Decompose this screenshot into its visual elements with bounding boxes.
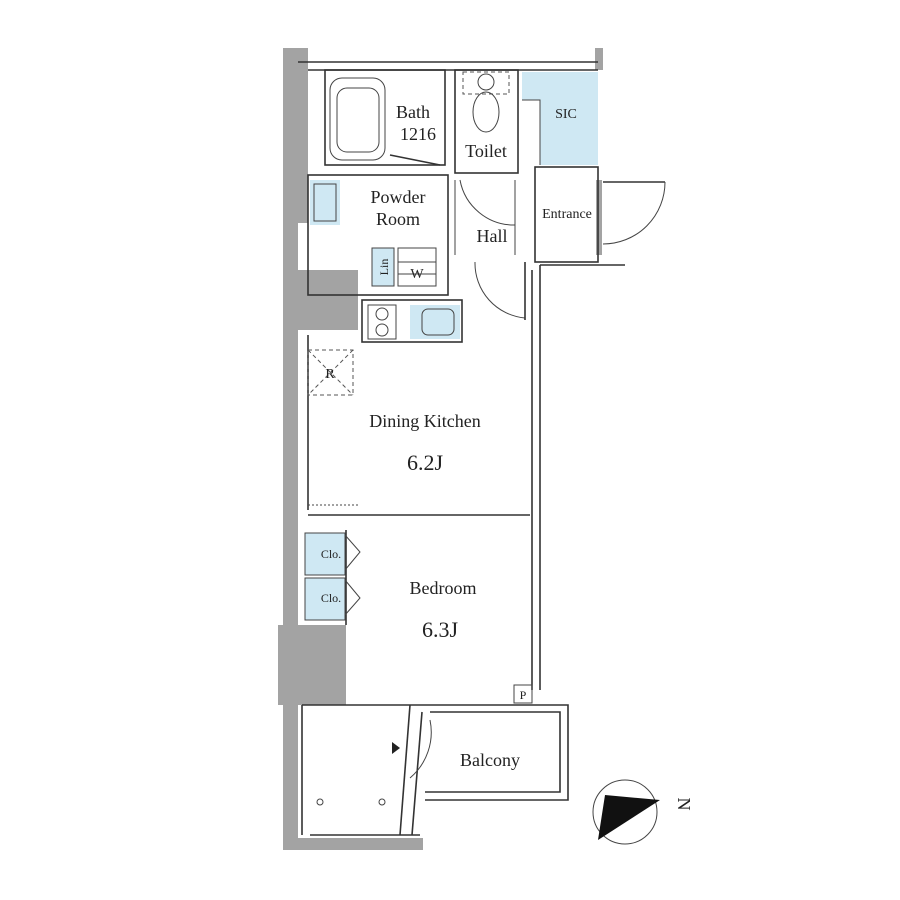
- left-inner-wall-top: [298, 48, 308, 223]
- sic-storage-area: [522, 72, 598, 165]
- hall-door-swing: [459, 179, 516, 226]
- vanity-basin: [310, 180, 340, 225]
- hall-label: Hall: [477, 226, 508, 246]
- balcony-window-right: [411, 711, 423, 836]
- sic-label: SIC: [555, 107, 577, 122]
- left-wall-column: [278, 625, 346, 705]
- counter-outline: [361, 299, 463, 343]
- top-right-wall-stub: [595, 48, 603, 70]
- refrigerator-label: R: [325, 367, 335, 382]
- outlet-icon: [378, 798, 386, 806]
- closet-2-label: Clo.: [321, 591, 341, 605]
- closet-2-outline: [304, 577, 346, 621]
- kitchen-door-swing: [474, 261, 526, 319]
- compass: N: [592, 779, 694, 845]
- toilet-tank: [462, 71, 510, 95]
- hall-area: Hall: [454, 179, 526, 320]
- bath-label: Bath: [396, 102, 430, 122]
- bath-outline: [324, 69, 446, 166]
- bedroom-size: 6.3J: [422, 617, 459, 642]
- left-outer-wall: [283, 48, 298, 850]
- refrigerator-space: [307, 349, 354, 396]
- north-label: N: [674, 798, 694, 811]
- pipe-space: [513, 684, 533, 704]
- stove: [367, 304, 397, 340]
- bath-door: [389, 154, 441, 166]
- balcony: Balcony: [316, 704, 569, 836]
- bedroom-closets: Clo. Clo.: [304, 532, 361, 621]
- entrance-door-swing: [602, 181, 666, 245]
- balcony-outline: [425, 704, 569, 801]
- powder-room-outline: [307, 174, 449, 296]
- bedroom-label: Bedroom: [410, 578, 477, 598]
- closet-1-outline: [304, 532, 346, 576]
- closet-2: [305, 578, 345, 620]
- toilet-bowl: [472, 91, 500, 133]
- entrance-outline: [534, 166, 599, 263]
- pipe-space-label: P: [520, 688, 527, 702]
- toilet-seat-icon: [477, 73, 495, 91]
- bath-room: Bath 1216: [324, 69, 446, 166]
- burner-icon: [375, 323, 389, 337]
- arrow-marker-icon: [392, 742, 400, 754]
- outline: [298, 61, 625, 836]
- bottom-wall: [283, 838, 423, 850]
- powder-room-label-line1: Powder: [371, 187, 426, 207]
- washer-label: W: [410, 267, 424, 282]
- north-arrow-icon: [598, 795, 660, 840]
- refrigerator-cross: [307, 349, 354, 396]
- balcony-label: Balcony: [460, 750, 520, 770]
- walls: [278, 48, 603, 850]
- dining-kitchen-label: Dining Kitchen: [369, 411, 480, 431]
- left-wall-block: [298, 270, 358, 330]
- entrance-area: Entrance: [534, 166, 666, 263]
- sic-edge: [522, 99, 541, 165]
- washer-space: [397, 247, 437, 287]
- closet-1-door: [344, 534, 361, 571]
- linen-label: Lin: [377, 259, 391, 276]
- balcony-door-swing: [409, 719, 432, 779]
- closet-1-label: Clo.: [321, 547, 341, 561]
- bath-size-label: 1216: [400, 124, 436, 144]
- linen-closet-outline: [371, 247, 395, 287]
- bedroom: Bedroom 6.3J P: [410, 578, 533, 704]
- balcony-window-left: [399, 704, 411, 836]
- outlet-icon: [316, 798, 324, 806]
- powder-room: Powder Room Lin W: [307, 174, 449, 296]
- bathtub-outer: [329, 77, 386, 161]
- kitchen-sink-area: [410, 305, 460, 339]
- toilet-label: Toilet: [465, 141, 507, 161]
- entrance-wall: [596, 180, 602, 255]
- closet-1: [305, 533, 345, 575]
- compass-circle: [592, 779, 658, 845]
- dining-kitchen: R Dining Kitchen 6.2J: [307, 349, 481, 475]
- bathtub-inner: [336, 87, 380, 153]
- sic-closet: SIC: [522, 72, 598, 165]
- balcony-inner-outline: [425, 711, 561, 793]
- kitchen-counter: [361, 299, 463, 343]
- kitchen-sink: [421, 308, 455, 336]
- dining-kitchen-size: 6.2J: [407, 450, 444, 475]
- toilet-outline: [454, 69, 519, 174]
- burner-icon: [375, 307, 389, 321]
- toilet-room: Toilet: [454, 69, 519, 174]
- washer-lines: [398, 261, 436, 275]
- entrance-label: Entrance: [542, 207, 592, 222]
- powder-room-label-line2: Room: [376, 209, 420, 229]
- linen-closet: [372, 248, 394, 286]
- closet-2-door: [344, 579, 361, 616]
- vanity-sink: [313, 183, 337, 222]
